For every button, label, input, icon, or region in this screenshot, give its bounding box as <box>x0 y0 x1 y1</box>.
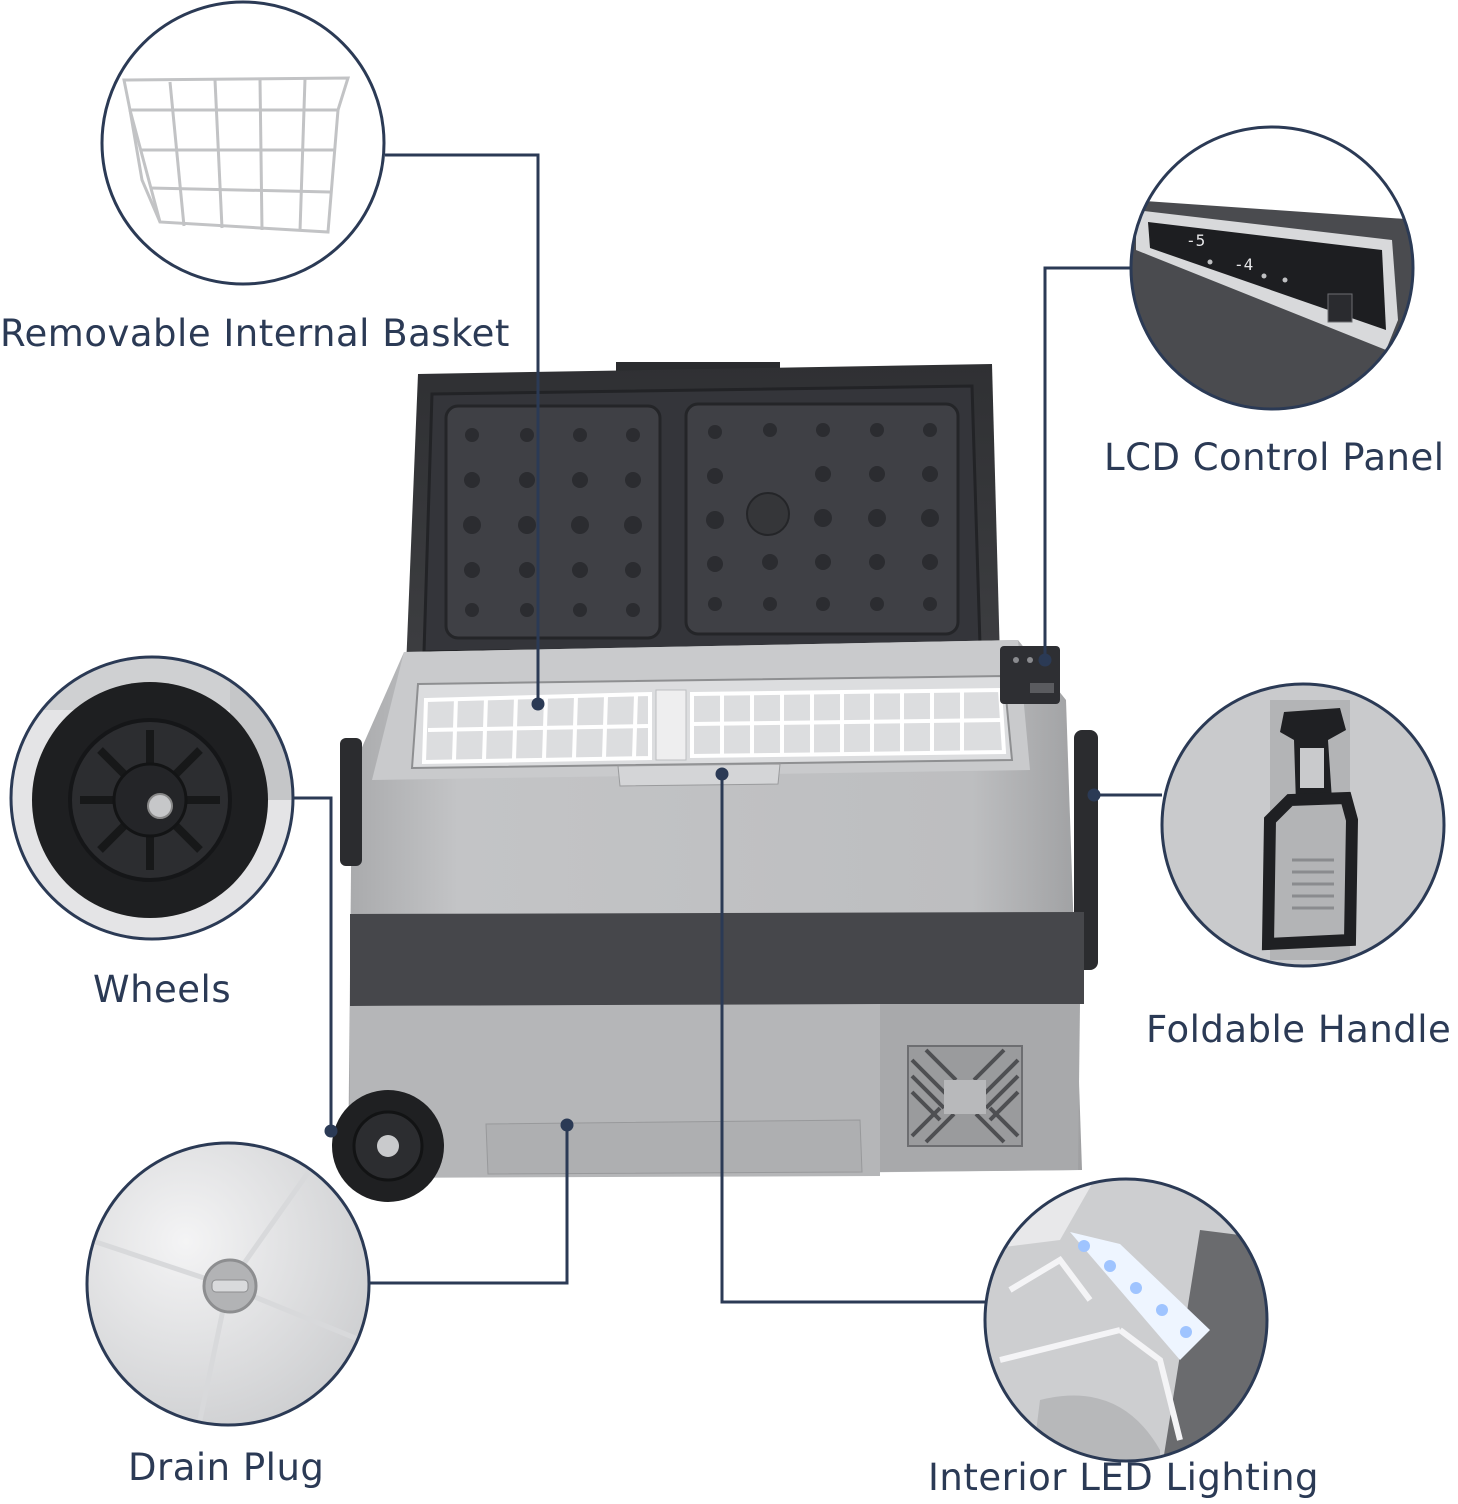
fridge-main-image <box>332 362 1098 1202</box>
lcd-temp-right: -4 <box>1234 255 1253 274</box>
lcd-detail-bubble: -5 -4 <box>1129 125 1415 411</box>
handle-icon <box>1162 684 1444 966</box>
callout-label-drain: Drain Plug <box>128 1446 325 1489</box>
callout-label-lcd: LCD Control Panel <box>1104 436 1445 479</box>
callout-label-led: Interior LED Lighting <box>928 1456 1320 1499</box>
leader-line-lcd <box>1043 266 1131 660</box>
internal-basket <box>421 687 1007 765</box>
led-detail-bubble <box>983 1177 1269 1463</box>
basket-icon <box>122 76 351 234</box>
basket-detail-bubble <box>100 0 386 286</box>
wheels-detail-bubble <box>9 655 295 941</box>
drain-detail-bubble <box>85 1141 371 1427</box>
led-light-icon <box>985 1179 1267 1461</box>
vent-grille-icon <box>907 1045 1023 1147</box>
leader-line-drain <box>369 1125 569 1285</box>
lcd-control-panel-small <box>1000 646 1060 704</box>
callout-label-handle: Foldable Handle <box>1146 1008 1452 1051</box>
drain-plug-icon <box>89 1168 361 1421</box>
callout-label-wheels: Wheels <box>93 968 232 1011</box>
leader-lines <box>292 153 1162 1304</box>
leader-line-wheels <box>292 796 333 1131</box>
lcd-panel-icon: -5 -4 <box>1131 200 1413 409</box>
fridge-lid <box>406 362 1000 668</box>
fridge-body <box>332 640 1098 1202</box>
leader-line-basket <box>385 153 540 704</box>
handle-detail-bubble <box>1160 682 1446 968</box>
leader-line-led <box>720 774 986 1304</box>
wheel-icon <box>332 1090 444 1202</box>
callout-label-basket: Removable Internal Basket <box>0 312 510 355</box>
lcd-temp-left: -5 <box>1186 231 1205 250</box>
